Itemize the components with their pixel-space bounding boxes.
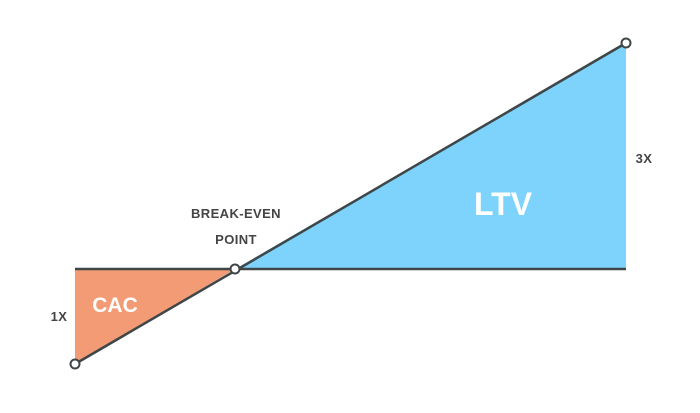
start-point-marker xyxy=(69,358,81,370)
cac-multiplier-label: 1X xyxy=(51,309,68,324)
break-even-label-line2: POINT xyxy=(215,232,257,247)
growth-line xyxy=(74,41,627,366)
cac-label: CAC xyxy=(92,294,138,317)
end-point-marker xyxy=(620,37,632,49)
break-even-marker xyxy=(229,263,241,275)
ltv-multiplier-label: 3X xyxy=(636,151,653,166)
break-even-label-line1: BREAK-EVEN xyxy=(191,206,281,221)
ltv-label: LTV xyxy=(474,186,533,222)
